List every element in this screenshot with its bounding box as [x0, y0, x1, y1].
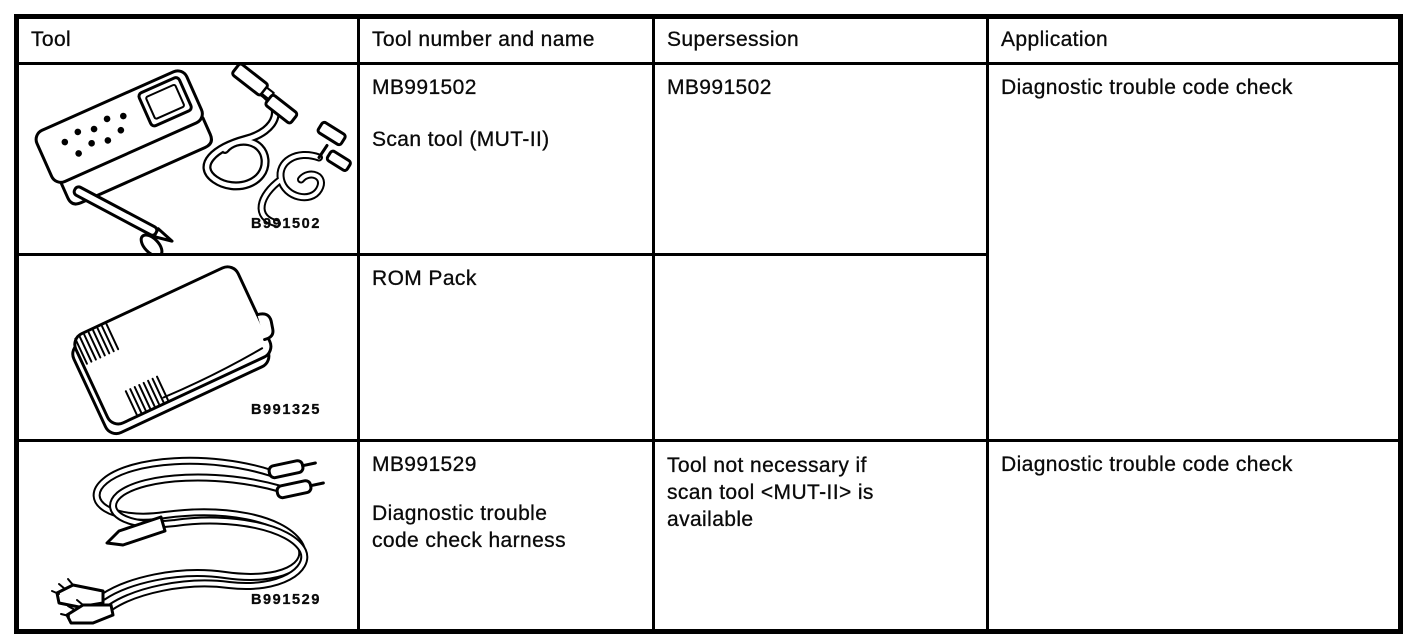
header-tool-number-and-name: Tool number and name	[357, 15, 655, 65]
scan-tool-illustration	[34, 65, 352, 253]
tool-number-name-cell: MB991502 Scan tool (MUT-II)	[357, 62, 655, 256]
tool-number-name-cell: ROM Pack	[357, 253, 655, 442]
diagnostic-harness-illustration	[51, 456, 325, 625]
figure-label: B991325	[250, 402, 321, 418]
special-tools-table: Tool Tool number and name Supersession A…	[14, 14, 1403, 634]
tool-name-line: code check harness	[372, 529, 566, 552]
tool-number-name-cell: MB991529 Diagnostic trouble code check h…	[357, 439, 655, 633]
application-cell-merged: Diagnostic trouble code check	[986, 62, 1402, 442]
supersession-cell-empty	[652, 253, 989, 442]
rom-pack-illustration	[71, 265, 275, 436]
tool-number: MB991502	[372, 76, 477, 99]
scan-tool-figure-cell: B991502	[15, 62, 360, 256]
header-supersession: Supersession	[652, 15, 989, 65]
rom-pack-figure-cell: B991325	[15, 253, 360, 442]
supersession-text: MB991502	[667, 76, 772, 99]
supersession-cell: MB991502	[652, 62, 989, 256]
tool-name-line: Diagnostic trouble	[372, 502, 548, 525]
figure-label: B991529	[250, 592, 321, 608]
header-application: Application	[986, 15, 1402, 65]
tool-number: MB991529	[372, 453, 477, 476]
supersession-cell: Tool not necessary if scan tool <MUT-II>…	[652, 439, 989, 633]
figure-label: B991502	[250, 216, 321, 232]
application-text: Diagnostic trouble code check	[1001, 453, 1293, 476]
harness-figure-cell: B991529	[15, 439, 360, 633]
supersession-line: available	[667, 508, 754, 531]
supersession-line: Tool not necessary if	[667, 454, 867, 477]
tool-name: ROM Pack	[372, 267, 477, 290]
tool-name: Scan tool (MUT-II)	[372, 128, 550, 151]
table-header-row: Tool Tool number and name Supersession A…	[15, 15, 1402, 65]
table-row: B991502 MB991502 Scan tool (MUT-II) MB99…	[15, 62, 1402, 442]
table-row: B991325 ROM Pack	[15, 253, 1401, 442]
application-cell: Diagnostic trouble code check	[986, 439, 1402, 633]
table-row: B991529 MB991529 Diagnostic trouble code…	[15, 439, 1402, 633]
header-tool: Tool	[15, 15, 360, 65]
supersession-line: scan tool <MUT-II> is	[667, 481, 874, 504]
application-text: Diagnostic trouble code check	[1001, 76, 1293, 99]
